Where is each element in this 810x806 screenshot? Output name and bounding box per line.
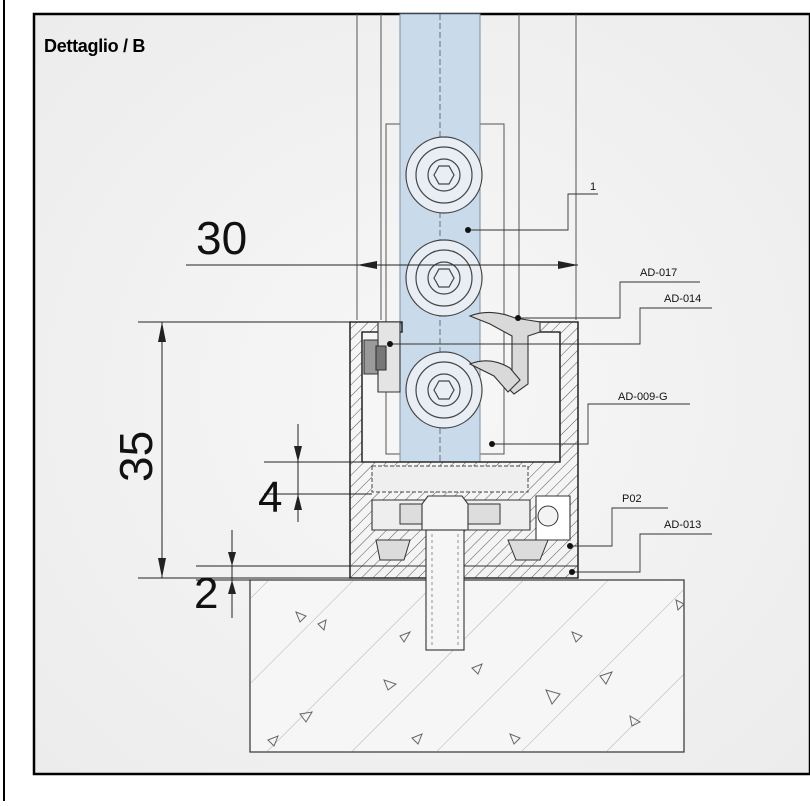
concrete-base [249,579,685,753]
dimension-height-label: 35 [110,431,162,482]
callout-gasket-inner-label: AD-014 [664,293,701,305]
callout-plate-label: P02 [622,493,642,505]
drawing-title: Dettaglio / B [44,36,146,56]
callout-gasket-outer-label: AD-017 [640,267,677,279]
anchor-bolt [421,495,469,651]
bolt-group [405,136,483,429]
callout-profile-label: AD-009-G [618,391,668,403]
gasket [363,311,541,395]
dimension-gap-top [264,424,372,522]
callout-glass-label: 1 [590,181,596,193]
dimension-gap-top-label: 4 [258,473,282,522]
callout-dots [387,227,575,575]
guide-lines [356,14,577,455]
dimension-gap-bottom [196,530,350,618]
callout-base-label: AD-013 [664,519,701,531]
dimension-height [138,321,350,579]
callout-leaders [390,193,712,573]
dimension-gap-bottom-label: 2 [194,569,218,618]
dimension-width [186,261,578,269]
dimension-width-label: 30 [196,212,247,264]
